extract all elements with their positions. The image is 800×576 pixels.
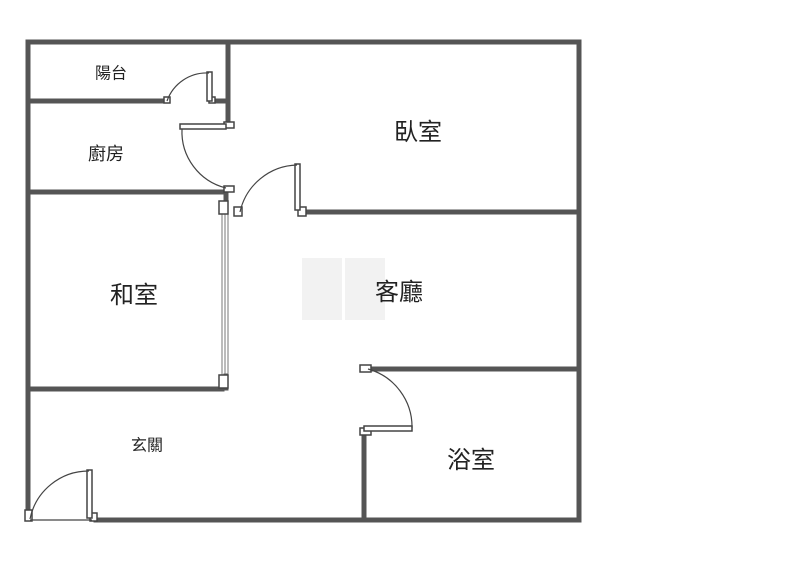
door-bedroom <box>233 163 307 217</box>
room-label-bedroom: 臥室 <box>394 118 442 146</box>
japanese-room-sliding-window <box>218 200 229 389</box>
door-balcony-swing <box>166 72 210 102</box>
door-balcony <box>163 71 216 104</box>
door-entrance-leaf <box>86 469 93 519</box>
door-bedroom-jamb-left <box>233 206 243 217</box>
door-entrance-jamb-left <box>24 509 33 522</box>
door-kitchen-jamb-bottom <box>223 185 235 193</box>
room-label-balcony: 陽台 <box>95 64 127 83</box>
room-label-entrance: 玄關 <box>131 436 163 455</box>
door-kitchen <box>179 121 235 193</box>
door-balcony-leaf <box>206 71 213 102</box>
room-label-bathroom: 浴室 <box>447 446 495 474</box>
window-jamb-bottom <box>218 374 229 389</box>
door-bedroom-leaf <box>294 163 301 211</box>
door-kitchen-leaf <box>179 123 227 130</box>
door-bathroom-leaf <box>363 425 413 432</box>
door-entrance-swing <box>29 470 90 520</box>
room-label-kitchen: 廚房 <box>88 143 124 165</box>
watermark-block-right <box>345 258 385 320</box>
door-bedroom-jamb-right <box>297 206 307 217</box>
room-label-japanese-room: 和室 <box>110 281 158 309</box>
window-jamb-top <box>218 200 229 215</box>
door-bathroom-jamb-top <box>359 364 372 373</box>
room-label-living-room: 客廳 <box>375 278 423 306</box>
watermark-block-left <box>302 258 342 320</box>
door-entrance <box>24 469 98 522</box>
door-kitchen-swing <box>181 128 227 189</box>
door-bedroom-swing <box>239 164 298 213</box>
door-bathroom <box>359 364 413 436</box>
door-bathroom-swing <box>367 368 413 429</box>
